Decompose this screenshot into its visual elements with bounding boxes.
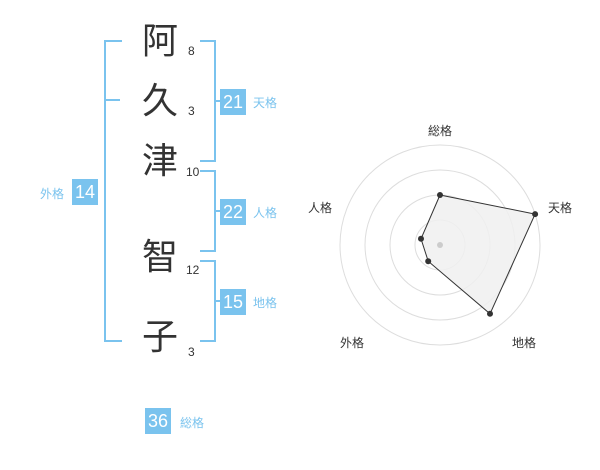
- stroke-count-2: 3: [188, 104, 195, 118]
- chikaku-label: 地格: [253, 296, 278, 310]
- name-char-1: 阿: [141, 21, 178, 62]
- radar-axis-label-soukaku: 総格: [428, 124, 453, 138]
- chikaku-value-badge: 15: [220, 289, 247, 315]
- radar-point-5: [418, 235, 424, 242]
- radar-point-4: [425, 258, 432, 265]
- name-char-3: 津: [141, 141, 178, 182]
- name-char-5: 子: [141, 317, 178, 358]
- tenkaku-bracket-tick: [214, 100, 222, 102]
- radar-axis-label-gaikaku: 外格: [340, 336, 365, 350]
- gaikaku-label: 外格: [40, 187, 65, 201]
- stroke-count-4: 12: [186, 263, 200, 277]
- stroke-count-1: 8: [188, 44, 195, 58]
- gaikaku-bracket-tick: [104, 99, 120, 101]
- radar-axis-label-tenkaku: 天格: [548, 201, 573, 215]
- tenkaku-label: 天格: [253, 96, 278, 110]
- radar-axis-label-jinkaku: 人格: [308, 201, 333, 215]
- soukaku-value-badge: 36: [145, 408, 172, 434]
- radar-center-point: [437, 242, 443, 248]
- radar-grid-ring: [339, 144, 541, 346]
- soukaku-label: 総格: [180, 416, 205, 430]
- gaikaku-bracket: [104, 40, 122, 342]
- fortune-radar-chart: [339, 144, 541, 346]
- stroke-count-5: 3: [188, 345, 195, 359]
- radar-point-3: [487, 310, 493, 317]
- radar-value-polygon: [420, 194, 536, 315]
- name-char-2: 久: [141, 81, 178, 122]
- radar-point-1: [437, 192, 443, 198]
- name-char-4: 智: [141, 237, 178, 278]
- radar-axis-label-chikaku: 地格: [512, 336, 537, 350]
- tenkaku-value-badge: 21: [220, 89, 247, 115]
- jinkaku-label: 人格: [253, 206, 278, 220]
- gaikaku-value-badge: 14: [72, 179, 99, 205]
- jinkaku-value-badge: 22: [220, 199, 247, 225]
- jinkaku-bracket-tick: [214, 210, 222, 212]
- radar-point-2: [532, 211, 539, 218]
- chikaku-bracket-tick: [214, 300, 222, 302]
- stroke-count-3: 10: [186, 165, 200, 179]
